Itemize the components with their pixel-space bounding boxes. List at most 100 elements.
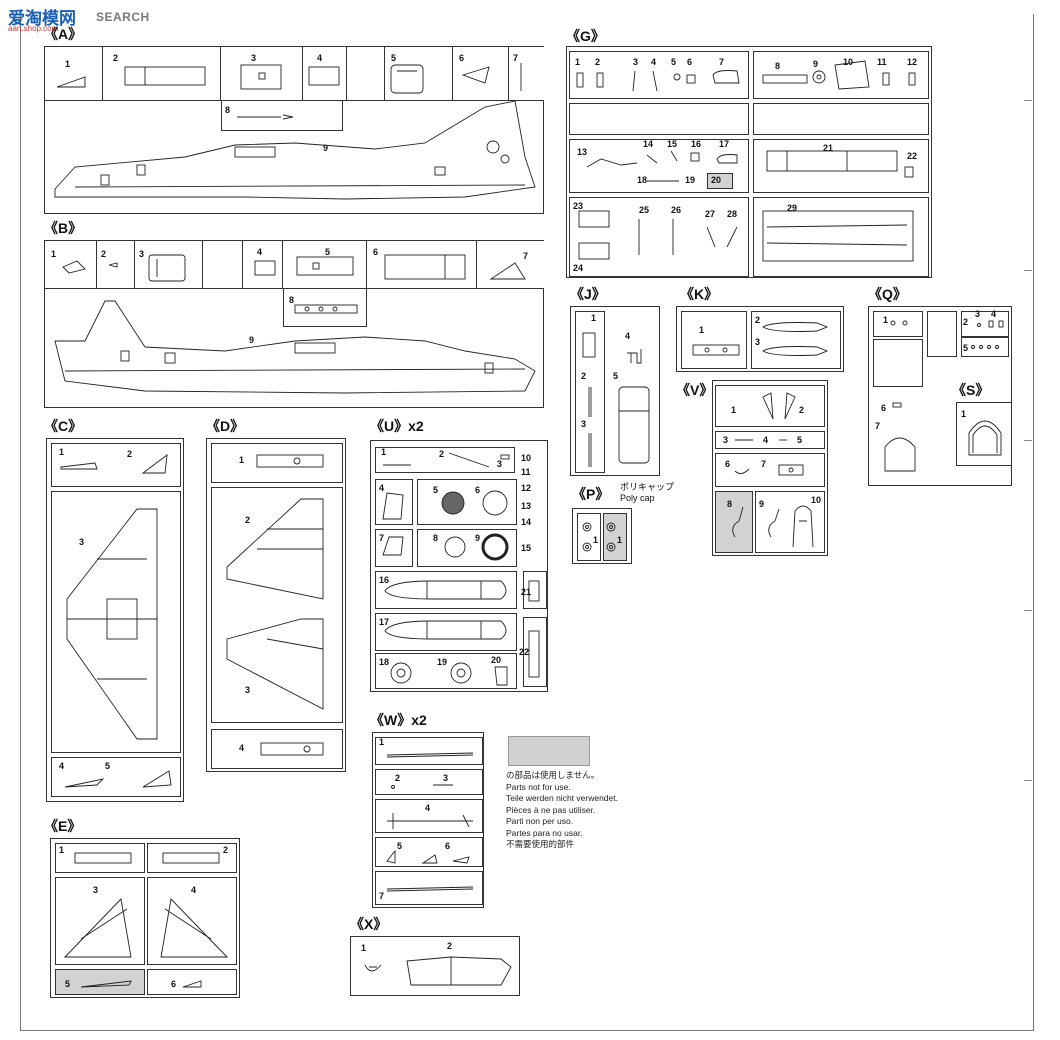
section-label-d: 《D》: [206, 418, 245, 434]
legend-line: Teile werden nicht verwendet.: [506, 793, 618, 803]
sprue-v-parts-drawing: [732, 392, 814, 548]
part-number: 1: [239, 455, 245, 465]
part-number: 17: [379, 617, 390, 627]
not-for-use-legend: の部品は使用しません。 Parts not for use. Teile wer…: [506, 770, 618, 851]
part-number: 17: [719, 139, 730, 149]
part-number: 1: [617, 535, 623, 545]
part-number: 20: [711, 175, 722, 185]
legend-line: Partes para no usar.: [506, 827, 583, 838]
sprue-x: 1 2: [350, 936, 520, 996]
part-number: 21: [521, 587, 532, 597]
sprue-a-parts-drawing: [54, 63, 536, 200]
part-number: 1: [699, 325, 705, 335]
part-number: 3: [497, 459, 503, 469]
legend-line: 不需要使用的部件: [506, 839, 575, 849]
sprue-d: 1 2 3 4: [206, 438, 346, 772]
part-number: 3: [975, 309, 981, 319]
part-number: 23: [573, 201, 584, 211]
part-number: 27: [705, 209, 716, 219]
part-number: 29: [787, 203, 798, 213]
sprue-w-parts-drawing: [386, 752, 474, 892]
part-number: 19: [685, 175, 696, 185]
sprue-x-parts-drawing: [364, 956, 512, 986]
part-number: 21: [823, 143, 834, 153]
part-number: 1: [361, 943, 367, 953]
part-number: 2: [799, 405, 805, 415]
margin-tick: [1024, 780, 1032, 781]
part-number: 2: [581, 371, 587, 381]
part-number: 2: [127, 449, 133, 459]
sprue-v: 1 2 3 4 5 6 7 8 9 10: [712, 380, 828, 556]
legend-line: Pièces à ne pas utiliser.: [506, 804, 596, 815]
part-number: 15: [667, 139, 678, 149]
part-number: 9: [813, 59, 819, 69]
legend-line: Parti non per uso.: [506, 816, 574, 826]
part-number: 5: [963, 343, 969, 353]
part-number: 7: [379, 533, 385, 543]
section-label-k: 《K》: [680, 286, 719, 302]
part-number: 4: [59, 761, 65, 771]
not-for-use-swatch: [508, 736, 590, 766]
polycap-jp: ポリキャップ: [620, 482, 675, 492]
sprue-a: 1 2 3 4 5 6 7 8 9: [44, 46, 544, 214]
part-number: 6: [459, 53, 465, 63]
section-label-s: 《S》: [952, 382, 990, 398]
section-label-c: 《C》: [44, 418, 83, 434]
part-number: 14: [643, 139, 654, 149]
part-number: 20: [491, 655, 502, 665]
part-number: 2: [245, 515, 251, 525]
part-number: 6: [475, 485, 481, 495]
part-number: 1: [379, 737, 385, 747]
part-number: 22: [907, 151, 918, 161]
part-number: 7: [761, 459, 767, 469]
part-number: 2: [101, 249, 107, 259]
part-number: 7: [513, 53, 519, 63]
part-number: 1: [731, 405, 737, 415]
sprue-e: 1 2 3 4 5 6: [50, 838, 240, 998]
part-number: 1: [65, 59, 71, 69]
part-number: 3: [443, 773, 449, 783]
sprue-k: 1 2 3: [676, 306, 844, 372]
part-number: 2: [963, 317, 969, 327]
part-number: 1: [381, 447, 387, 457]
part-number: 8: [727, 499, 733, 509]
part-number: 2: [755, 315, 761, 325]
part-number: 4: [763, 435, 769, 445]
sprue-p: 1 1: [572, 508, 632, 564]
part-number: 1: [51, 249, 57, 259]
part-number: 11: [521, 467, 531, 477]
section-label-w: 《W》x2: [370, 712, 427, 728]
part-number: 4: [191, 885, 197, 895]
sprue-d-parts-drawing: [226, 454, 324, 756]
part-number: 2: [439, 449, 445, 459]
part-number: 4: [257, 247, 263, 257]
part-number: 14: [521, 517, 532, 527]
sprue-q: 1 2 3 4 5 6 7: [868, 306, 1012, 486]
part-number: 2: [223, 845, 229, 855]
part-number: 9: [249, 335, 255, 345]
watermark-domain: aan.shop.com: [8, 24, 59, 33]
polycap-en: Poly cap: [620, 493, 655, 503]
part-number: 5: [397, 841, 403, 851]
sprue-b: 1 2 3 4 5 6 7 8 9: [44, 240, 544, 408]
section-label-q: 《Q》: [868, 286, 907, 302]
sprue-s-parts-drawing: [968, 420, 1002, 456]
part-number: 3: [245, 685, 251, 695]
part-number: 16: [691, 139, 702, 149]
part-number: 19: [437, 657, 448, 667]
part-number: 10: [521, 453, 532, 463]
part-number: 9: [323, 143, 329, 153]
section-label-p: 《P》: [572, 486, 610, 502]
part-number: 4: [317, 53, 323, 63]
part-number: 4: [651, 57, 657, 67]
part-number: 13: [521, 501, 532, 511]
part-number: 12: [521, 483, 532, 493]
part-number: 28: [727, 209, 738, 219]
sprue-e-parts-drawing: [63, 852, 229, 988]
part-number: 5: [613, 371, 619, 381]
part-number: 12: [907, 57, 918, 67]
section-label-j: 《J》: [570, 286, 606, 302]
part-number: 22: [519, 647, 530, 657]
part-number: 8: [775, 61, 781, 71]
sprue-k-parts-drawing: [692, 322, 829, 356]
